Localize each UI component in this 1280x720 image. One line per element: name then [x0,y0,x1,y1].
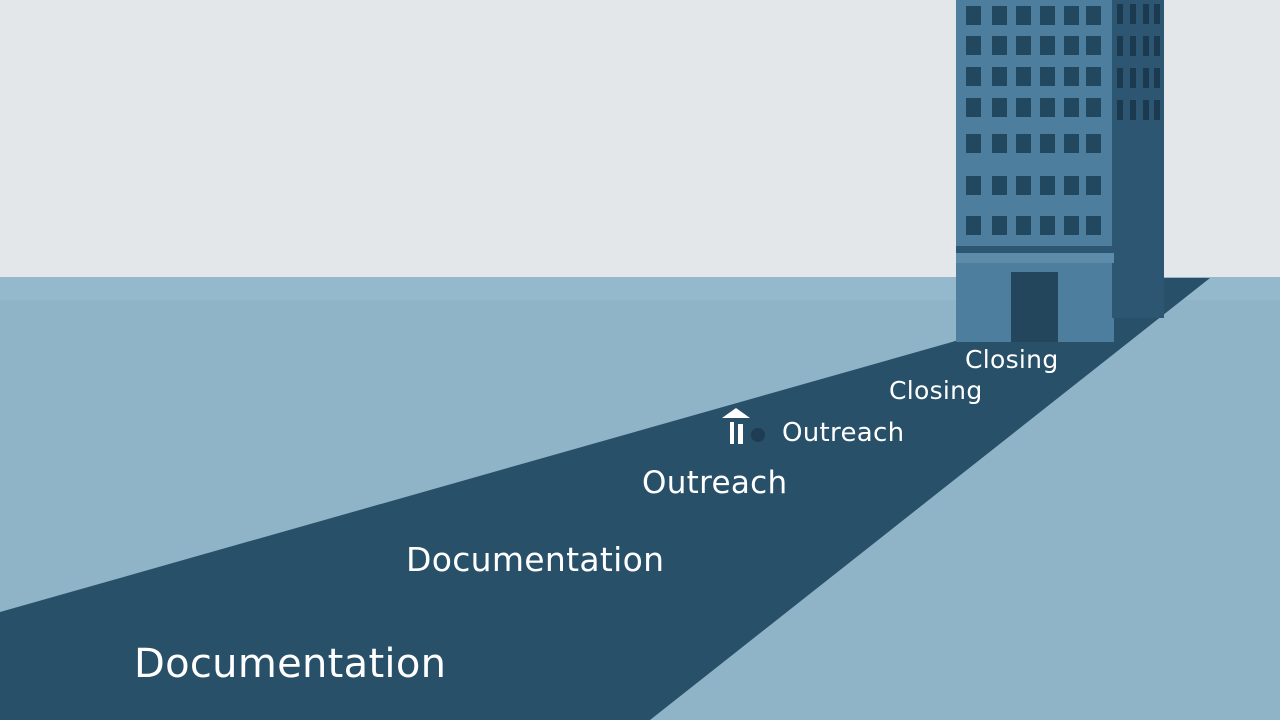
path-label-documentation-far: Documentation [406,540,665,579]
building-window [1040,176,1055,195]
building-window [1064,98,1079,117]
building-window [966,6,981,25]
building-window [1064,216,1079,235]
building-window [1064,134,1079,153]
path-label-closing-near: Closing [889,376,983,405]
building-window [1086,36,1101,55]
building-window [1016,176,1031,195]
building-window [1064,176,1079,195]
building-window-side [1154,4,1160,24]
path-label-outreach-near: Outreach [642,465,788,501]
building-window [1040,216,1055,235]
building-window [1086,176,1101,195]
building-window [1016,216,1031,235]
building-window [992,216,1007,235]
path-label-documentation-near: Documentation [134,641,447,687]
building-door [1011,272,1058,342]
building-window-side [1143,68,1149,88]
path [0,278,1210,720]
building-window [966,98,981,117]
building-window [992,67,1007,86]
building-icon [956,0,1164,342]
building-window [1040,6,1055,25]
building-window-side [1117,36,1123,56]
building-ledge [956,246,1164,253]
building-window [966,176,981,195]
building-window [1040,36,1055,55]
building-window-side [1130,68,1136,88]
building-window [966,67,981,86]
building-band [956,253,1114,263]
path-label-outreach-far: Outreach [782,418,905,448]
building-window [992,134,1007,153]
building-window-side [1130,100,1136,120]
building-window [1016,6,1031,25]
building-window [992,176,1007,195]
building-window-side [1117,4,1123,24]
building-window [1064,6,1079,25]
building-windows-front [966,6,1101,235]
building-window [1040,134,1055,153]
building-window-side [1117,100,1123,120]
building-window [1016,36,1031,55]
building-window-side [1154,100,1160,120]
building-window-side [1117,68,1123,88]
building-window [1040,98,1055,117]
building-window-side [1130,4,1136,24]
building-window [1086,216,1101,235]
building-window-side [1143,4,1149,24]
building-window [1086,98,1101,117]
building-window-side [1154,36,1160,56]
building-window-side [1143,100,1149,120]
building-windows-side [1117,4,1160,120]
building-window [1086,134,1101,153]
building-window-side [1143,36,1149,56]
building-window-side [1154,68,1160,88]
small-figure-icon [722,408,765,444]
path-label-closing-far: Closing [965,345,1059,374]
building-window [992,6,1007,25]
building-window [1086,6,1101,25]
building-window [966,216,981,235]
building-window-side [1130,36,1136,56]
building-window [1016,67,1031,86]
building-window [1064,67,1079,86]
building-window [1064,36,1079,55]
building-window [1016,134,1031,153]
building-window [1086,67,1101,86]
building-window [992,98,1007,117]
building-window [966,36,981,55]
building-window [966,134,981,153]
building-window [992,36,1007,55]
building-window [1040,67,1055,86]
building-window [1016,98,1031,117]
